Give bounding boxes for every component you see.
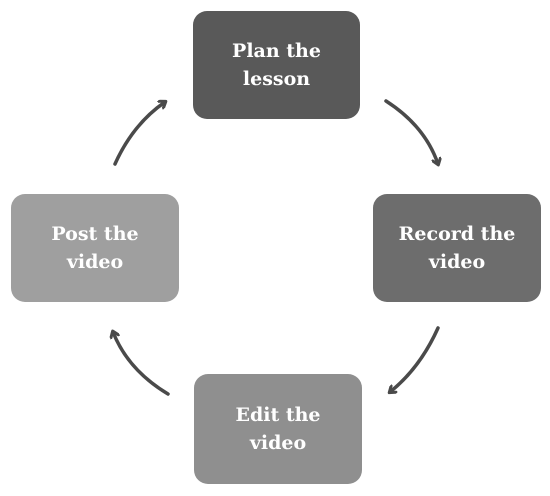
node-post-label: Post the video — [51, 220, 138, 276]
arrow-edit-to-post — [113, 332, 170, 396]
node-post-label-line-1: Post the — [51, 223, 139, 245]
node-plan-label: Plan the lesson — [232, 37, 321, 93]
node-record-the-video: Record the video — [373, 194, 541, 302]
node-edit-the-video: Edit the video — [194, 374, 362, 484]
node-record-label-line-2: video — [428, 251, 486, 273]
node-record-label: Record the video — [399, 220, 516, 276]
arrow-record-to-edit — [390, 326, 440, 392]
arrow-post-to-plan — [113, 102, 165, 166]
node-edit-label: Edit the video — [235, 401, 320, 457]
node-post-label-line-2: video — [66, 251, 124, 273]
node-edit-label-line-2: video — [249, 432, 307, 454]
node-post-the-video: Post the video — [11, 194, 179, 302]
node-plan-the-lesson: Plan the lesson — [193, 11, 360, 119]
node-plan-label-line-2: lesson — [242, 68, 311, 90]
node-record-label-line-1: Record the — [398, 223, 516, 245]
node-edit-label-line-1: Edit the — [235, 404, 321, 426]
node-plan-label-line-1: Plan the — [232, 40, 321, 62]
arrow-plan-to-record — [384, 99, 438, 164]
